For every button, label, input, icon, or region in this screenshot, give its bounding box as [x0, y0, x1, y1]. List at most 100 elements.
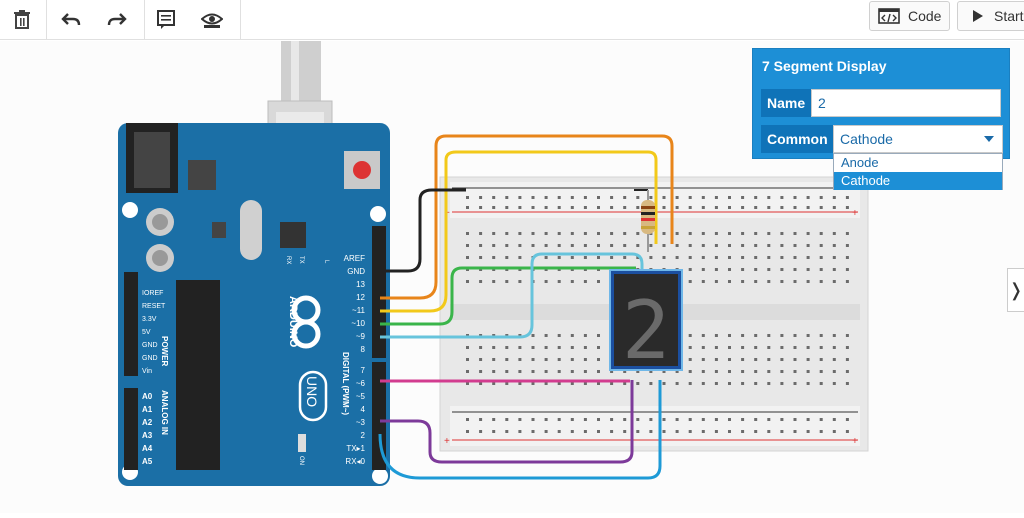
- breadboard-hole: [701, 334, 705, 337]
- breadboard-hole: [544, 196, 548, 199]
- breadboard-hole: [767, 232, 771, 235]
- trash-icon: [14, 10, 30, 29]
- breadboard-hole: [688, 268, 692, 271]
- toolbar-divider: [144, 0, 145, 40]
- undo-button[interactable]: [56, 0, 86, 40]
- tx-led-label: TX: [298, 256, 304, 264]
- breadboard-hole: [649, 244, 653, 247]
- breadboard-hole: [832, 370, 836, 373]
- breadboard-hole: [728, 280, 731, 283]
- breadboard-hole: [741, 382, 745, 385]
- breadboard-hole: [597, 256, 600, 259]
- common-select[interactable]: Cathode: [833, 125, 1003, 153]
- breadboard-hole: [741, 268, 745, 271]
- side-panel-toggle[interactable]: ❭: [1007, 268, 1024, 312]
- breadboard-hole: [597, 334, 600, 337]
- breadboard-hole: [557, 232, 561, 235]
- breadboard-hole: [662, 206, 666, 209]
- breadboard-hole: [767, 196, 771, 199]
- breadboard-hole: [793, 370, 797, 373]
- code-button[interactable]: Code: [869, 1, 950, 31]
- breadboard-hole: [714, 382, 718, 385]
- breadboard-hole: [767, 430, 771, 433]
- option-cathode[interactable]: Cathode: [834, 172, 1002, 190]
- breadboard-hole: [845, 358, 849, 361]
- power-pin-3v3: 3.3V: [142, 316, 157, 323]
- breadboard-hole: [466, 232, 469, 235]
- component-properties-panel: 7 Segment Display Name 2 Common Cathode: [752, 48, 1010, 159]
- chevron-down-icon: [984, 136, 994, 142]
- breadboard-hole: [741, 196, 745, 199]
- breadboard-hole: [466, 382, 469, 385]
- delete-button[interactable]: [6, 0, 38, 40]
- breadboard-hole: [557, 382, 561, 385]
- redo-button[interactable]: [102, 0, 132, 40]
- rail-plus-marker: +: [852, 436, 858, 447]
- breadboard-hole: [832, 358, 836, 361]
- breadboard-hole: [728, 370, 731, 373]
- breadboard-hole: [518, 280, 522, 283]
- breadboard-hole: [662, 196, 666, 199]
- resistor[interactable]: [641, 190, 655, 252]
- wire-blue: [378, 380, 662, 480]
- breadboard-hole: [544, 370, 548, 373]
- breadboard-hole: [531, 334, 535, 337]
- breadboard-hole: [741, 256, 745, 259]
- breadboard-hole: [675, 430, 679, 433]
- breadboard-hole: [518, 206, 522, 209]
- breadboard-hole: [806, 430, 810, 433]
- breadboard-hole: [492, 206, 496, 209]
- breadboard-hole: [675, 256, 679, 259]
- breadboard-hole: [583, 206, 587, 209]
- breadboard-hole: [767, 382, 771, 385]
- breadboard-hole: [557, 370, 561, 373]
- notes-button[interactable]: [150, 0, 182, 40]
- breadboard-hole: [479, 206, 483, 209]
- breadboard-hole: [714, 268, 718, 271]
- breadboard-hole: [741, 334, 745, 337]
- breadboard-hole: [688, 280, 692, 283]
- breadboard-hole: [479, 430, 483, 433]
- rx-led-label: RX: [285, 256, 291, 264]
- breadboard-hole: [845, 244, 849, 247]
- breadboard-hole: [832, 334, 836, 337]
- breadboard-hole: [610, 196, 614, 199]
- breadboard-hole: [544, 382, 548, 385]
- power-pin-ioref: IOREF: [142, 290, 163, 297]
- breadboard-hole: [793, 268, 797, 271]
- breadboard-hole: [806, 334, 810, 337]
- undo-icon: [61, 13, 81, 26]
- toolbar-divider: [46, 0, 47, 40]
- breadboard-hole: [531, 430, 535, 433]
- wire-black: [380, 188, 466, 273]
- breadboard-hole: [728, 232, 731, 235]
- breadboard-hole: [806, 244, 810, 247]
- start-simulation-button[interactable]: Start: [957, 1, 1024, 31]
- seven-segment-display[interactable]: 2: [609, 269, 683, 377]
- breadboard-hole: [557, 196, 561, 199]
- option-anode[interactable]: Anode: [841, 155, 879, 170]
- pin-rx: RX◂0: [345, 457, 365, 466]
- breadboard-hole: [544, 232, 548, 235]
- wires[interactable]: [378, 134, 674, 480]
- breadboard-hole: [557, 430, 561, 433]
- breadboard-hole: [662, 232, 666, 235]
- play-icon: [973, 10, 983, 22]
- breadboard-hole: [649, 430, 653, 433]
- breadboard-hole: [806, 346, 810, 349]
- breadboard-hole: [570, 370, 574, 373]
- breadboard-hole: [754, 232, 758, 235]
- breadboard-hole: [793, 334, 797, 337]
- breadboard-hole: [780, 232, 784, 235]
- visibility-button[interactable]: [196, 0, 228, 40]
- breadboard-hole: [845, 346, 849, 349]
- breadboard-hole: [728, 358, 731, 361]
- wire-light-blue: [380, 252, 644, 339]
- name-field[interactable]: 2: [811, 89, 1001, 117]
- breadboard-hole: [466, 244, 469, 247]
- breadboard-hole: [531, 358, 535, 361]
- breadboard-hole: [466, 358, 469, 361]
- breadboard-hole: [583, 382, 587, 385]
- arduino-uno-board[interactable]: [118, 123, 390, 486]
- breadboard-hole: [780, 256, 784, 259]
